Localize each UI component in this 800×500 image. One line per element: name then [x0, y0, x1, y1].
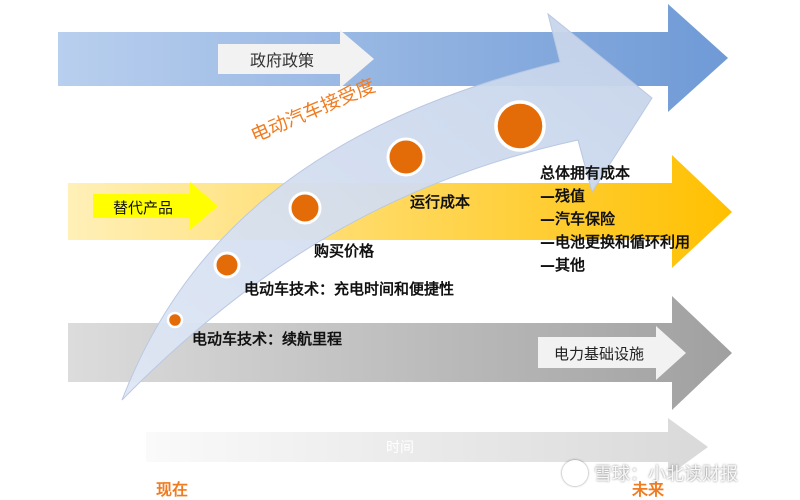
timeline-future: 未来 [632, 480, 665, 499]
timeline-now: 现在 [156, 480, 189, 499]
tco-item-other: —其他 [540, 256, 586, 274]
milestone-dot-tco [494, 100, 546, 152]
milestone-dot-charging [213, 251, 241, 279]
policy-label: 政府政策 [249, 51, 314, 70]
tco-item-battery: —电池更换和循环利用 [540, 233, 691, 251]
factor-charging: 电动车技术：充电时间和便捷性 [244, 280, 455, 298]
substitute-label: 替代产品 [112, 198, 173, 217]
watermark: 雪球：小北读财报 [562, 460, 738, 486]
factor-price: 购买价格 [314, 242, 375, 260]
factor-running-cost: 运行成本 [410, 193, 471, 211]
infrastructure-band-arrow [68, 296, 732, 410]
tco-block: 总体拥有成本 —残值 —汽车保险 —电池更换和循环利用 —其他 [540, 162, 690, 277]
milestone-dot-running-cost [386, 137, 426, 177]
policy-inner-arrow [218, 30, 374, 88]
snowball-logo-icon [562, 460, 588, 486]
watermark-text: 雪球：小北读财报 [594, 464, 738, 485]
tco-title: 总体拥有成本 [540, 164, 631, 182]
milestone-dot-range [166, 311, 184, 329]
substitute-inner-arrow [93, 182, 218, 230]
factor-range: 电动车技术：续航里程 [192, 330, 343, 348]
infrastructure-label: 电力基础设施 [553, 344, 644, 363]
tco-item-insurance: —汽车保险 [540, 210, 616, 228]
time-label: 时间 [386, 440, 414, 456]
infrastructure-inner-arrow [538, 326, 686, 380]
tco-item-residual: —残值 [540, 187, 586, 205]
milestone-dot-price [288, 191, 322, 225]
